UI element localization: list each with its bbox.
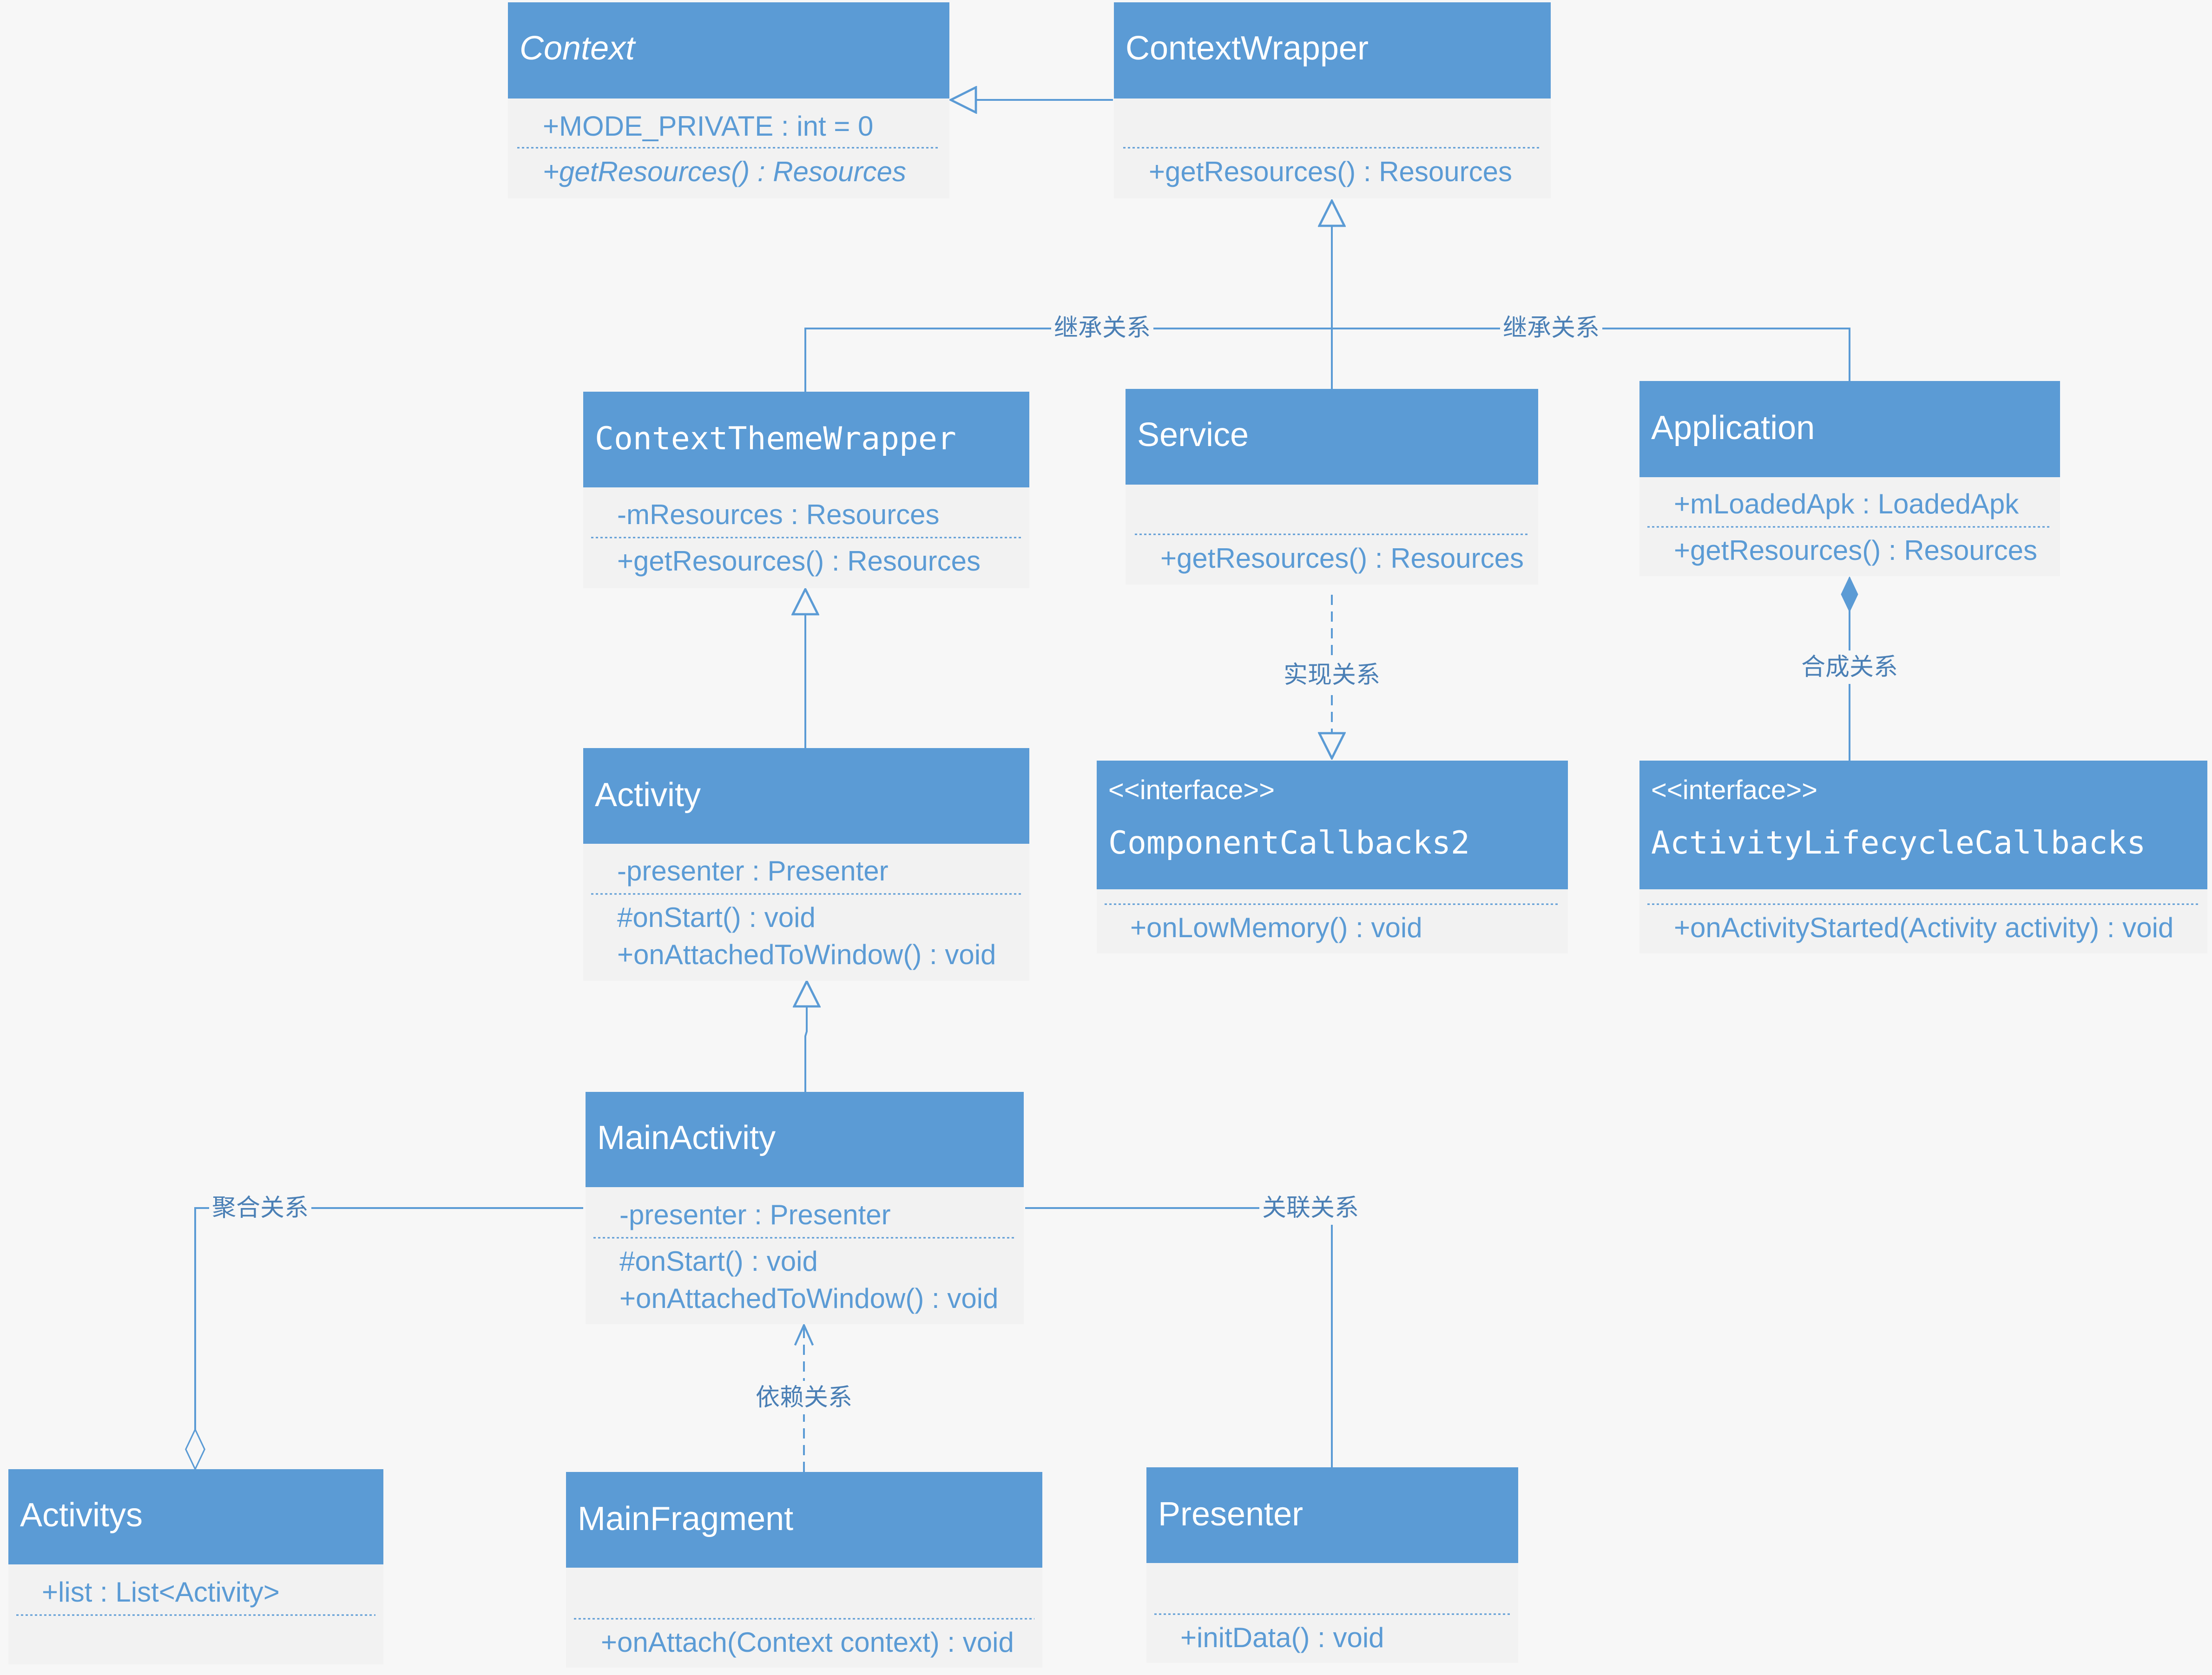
class-contextwrapper[interactable]: ContextWrapper +getResources() : Resourc… (1114, 2, 1551, 198)
edge-mainactivity-aggregation-activitys (195, 1207, 583, 1469)
edge-mainactivity-to-activity (805, 981, 807, 1092)
class-header (1639, 761, 2207, 889)
class-name: ComponentCallbacks2 (1108, 825, 1470, 861)
class-name: Context (520, 30, 636, 67)
label-inheritance-right: 继承关系 (1503, 314, 1600, 342)
stereotype: <<interface>> (1651, 775, 1817, 805)
class-name: ContextThemeWrapper (595, 420, 956, 457)
attribute: -mResources : Resources (617, 499, 940, 530)
class-body (566, 1568, 1042, 1668)
class-context[interactable]: Context +MODE_PRIVATE : int = 0 +getReso… (508, 2, 949, 198)
attribute: -presenter : Presenter (619, 1199, 891, 1230)
class-activity[interactable]: Activity -presenter : Presenter #onStart… (583, 748, 1029, 981)
class-name: ContextWrapper (1126, 30, 1369, 67)
class-name: MainFragment (578, 1500, 793, 1537)
class-header (583, 392, 1029, 487)
operation: +onActivityStarted(Activity activity) : … (1674, 912, 2173, 943)
class-header (8, 1469, 383, 1564)
relation-labels: 继承关系 继承关系 实现关系 合成关系 聚合关系 关联关系 依赖关系 (209, 311, 1901, 1414)
class-presenter[interactable]: Presenter +initData() : void (1146, 1467, 1518, 1663)
operation: #onStart() : void (617, 902, 816, 933)
class-header (566, 1472, 1042, 1568)
label-aggregation: 聚合关系 (212, 1194, 309, 1222)
operation: +initData() : void (1180, 1622, 1384, 1653)
class-name: Presenter (1158, 1496, 1303, 1533)
operation: +onAttach(Context context) : void (601, 1627, 1014, 1658)
class-activitys[interactable]: Activitys +list : List<Activity> (8, 1469, 383, 1664)
operation: +onLowMemory() : void (1130, 912, 1422, 943)
operation: +getResources() : Resources (1149, 156, 1512, 187)
class-header (583, 748, 1029, 844)
class-header (586, 1092, 1024, 1187)
class-mainfragment[interactable]: MainFragment +onAttach(Context context) … (566, 1472, 1042, 1668)
operation: +onAttachedToWindow() : void (617, 939, 996, 970)
class-name: Application (1651, 409, 1815, 447)
class-service[interactable]: Service +getResources() : Resources (1126, 389, 1538, 585)
class-header (1146, 1467, 1518, 1563)
attribute: +mLoadedApk : LoadedApk (1674, 488, 2019, 519)
label-association: 关联关系 (1262, 1194, 1359, 1222)
class-name: MainActivity (597, 1119, 776, 1156)
class-body (1639, 889, 2207, 953)
stereotype: <<interface>> (1108, 775, 1275, 805)
class-header (1097, 761, 1568, 889)
class-header (1114, 2, 1551, 99)
class-mainactivity[interactable]: MainActivity -presenter : Presenter #onS… (586, 1092, 1024, 1324)
interface-componentcallbacks2[interactable]: <<interface>> ComponentCallbacks2 +onLow… (1097, 761, 1568, 953)
operation: +getResources() : Resources (543, 156, 906, 187)
label-inheritance-left: 继承关系 (1054, 314, 1151, 342)
class-body (1146, 1563, 1518, 1663)
interface-activitylifecyclecallbacks[interactable]: <<interface>> ActivityLifecycleCallbacks… (1639, 761, 2207, 953)
label-realization: 实现关系 (1284, 661, 1380, 689)
class-name: Activitys (20, 1497, 143, 1534)
operation: #onStart() : void (619, 1246, 818, 1277)
attribute: +MODE_PRIVATE : int = 0 (543, 111, 873, 142)
class-name: ActivityLifecycleCallbacks (1651, 825, 2146, 861)
operation: +getResources() : Resources (1674, 535, 2037, 566)
class-header (1126, 389, 1538, 485)
class-header (508, 2, 949, 99)
label-composition: 合成关系 (1801, 653, 1898, 681)
class-body (583, 844, 1029, 981)
class-body (8, 1564, 383, 1664)
class-contextthemewrapper[interactable]: ContextThemeWrapper -mResources : Resour… (583, 392, 1029, 588)
edge-themewrapper-to-contextwrapper (804, 328, 1332, 392)
label-dependency: 依赖关系 (756, 1384, 852, 1412)
class-name: Activity (595, 776, 701, 814)
class-header (1639, 381, 2060, 477)
class-body (586, 1187, 1024, 1324)
class-application[interactable]: Application +mLoadedApk : LoadedApk +get… (1639, 381, 2060, 576)
edge-mainactivity-association-presenter (1025, 1207, 1333, 1467)
attribute: +list : List<Activity> (42, 1576, 280, 1608)
class-name: Service (1137, 416, 1249, 453)
operation: +getResources() : Resources (617, 545, 981, 577)
operation: +onAttachedToWindow() : void (619, 1283, 998, 1314)
attribute: -presenter : Presenter (617, 855, 889, 887)
class-body (1097, 889, 1568, 953)
operation: +getResources() : Resources (1160, 543, 1524, 574)
